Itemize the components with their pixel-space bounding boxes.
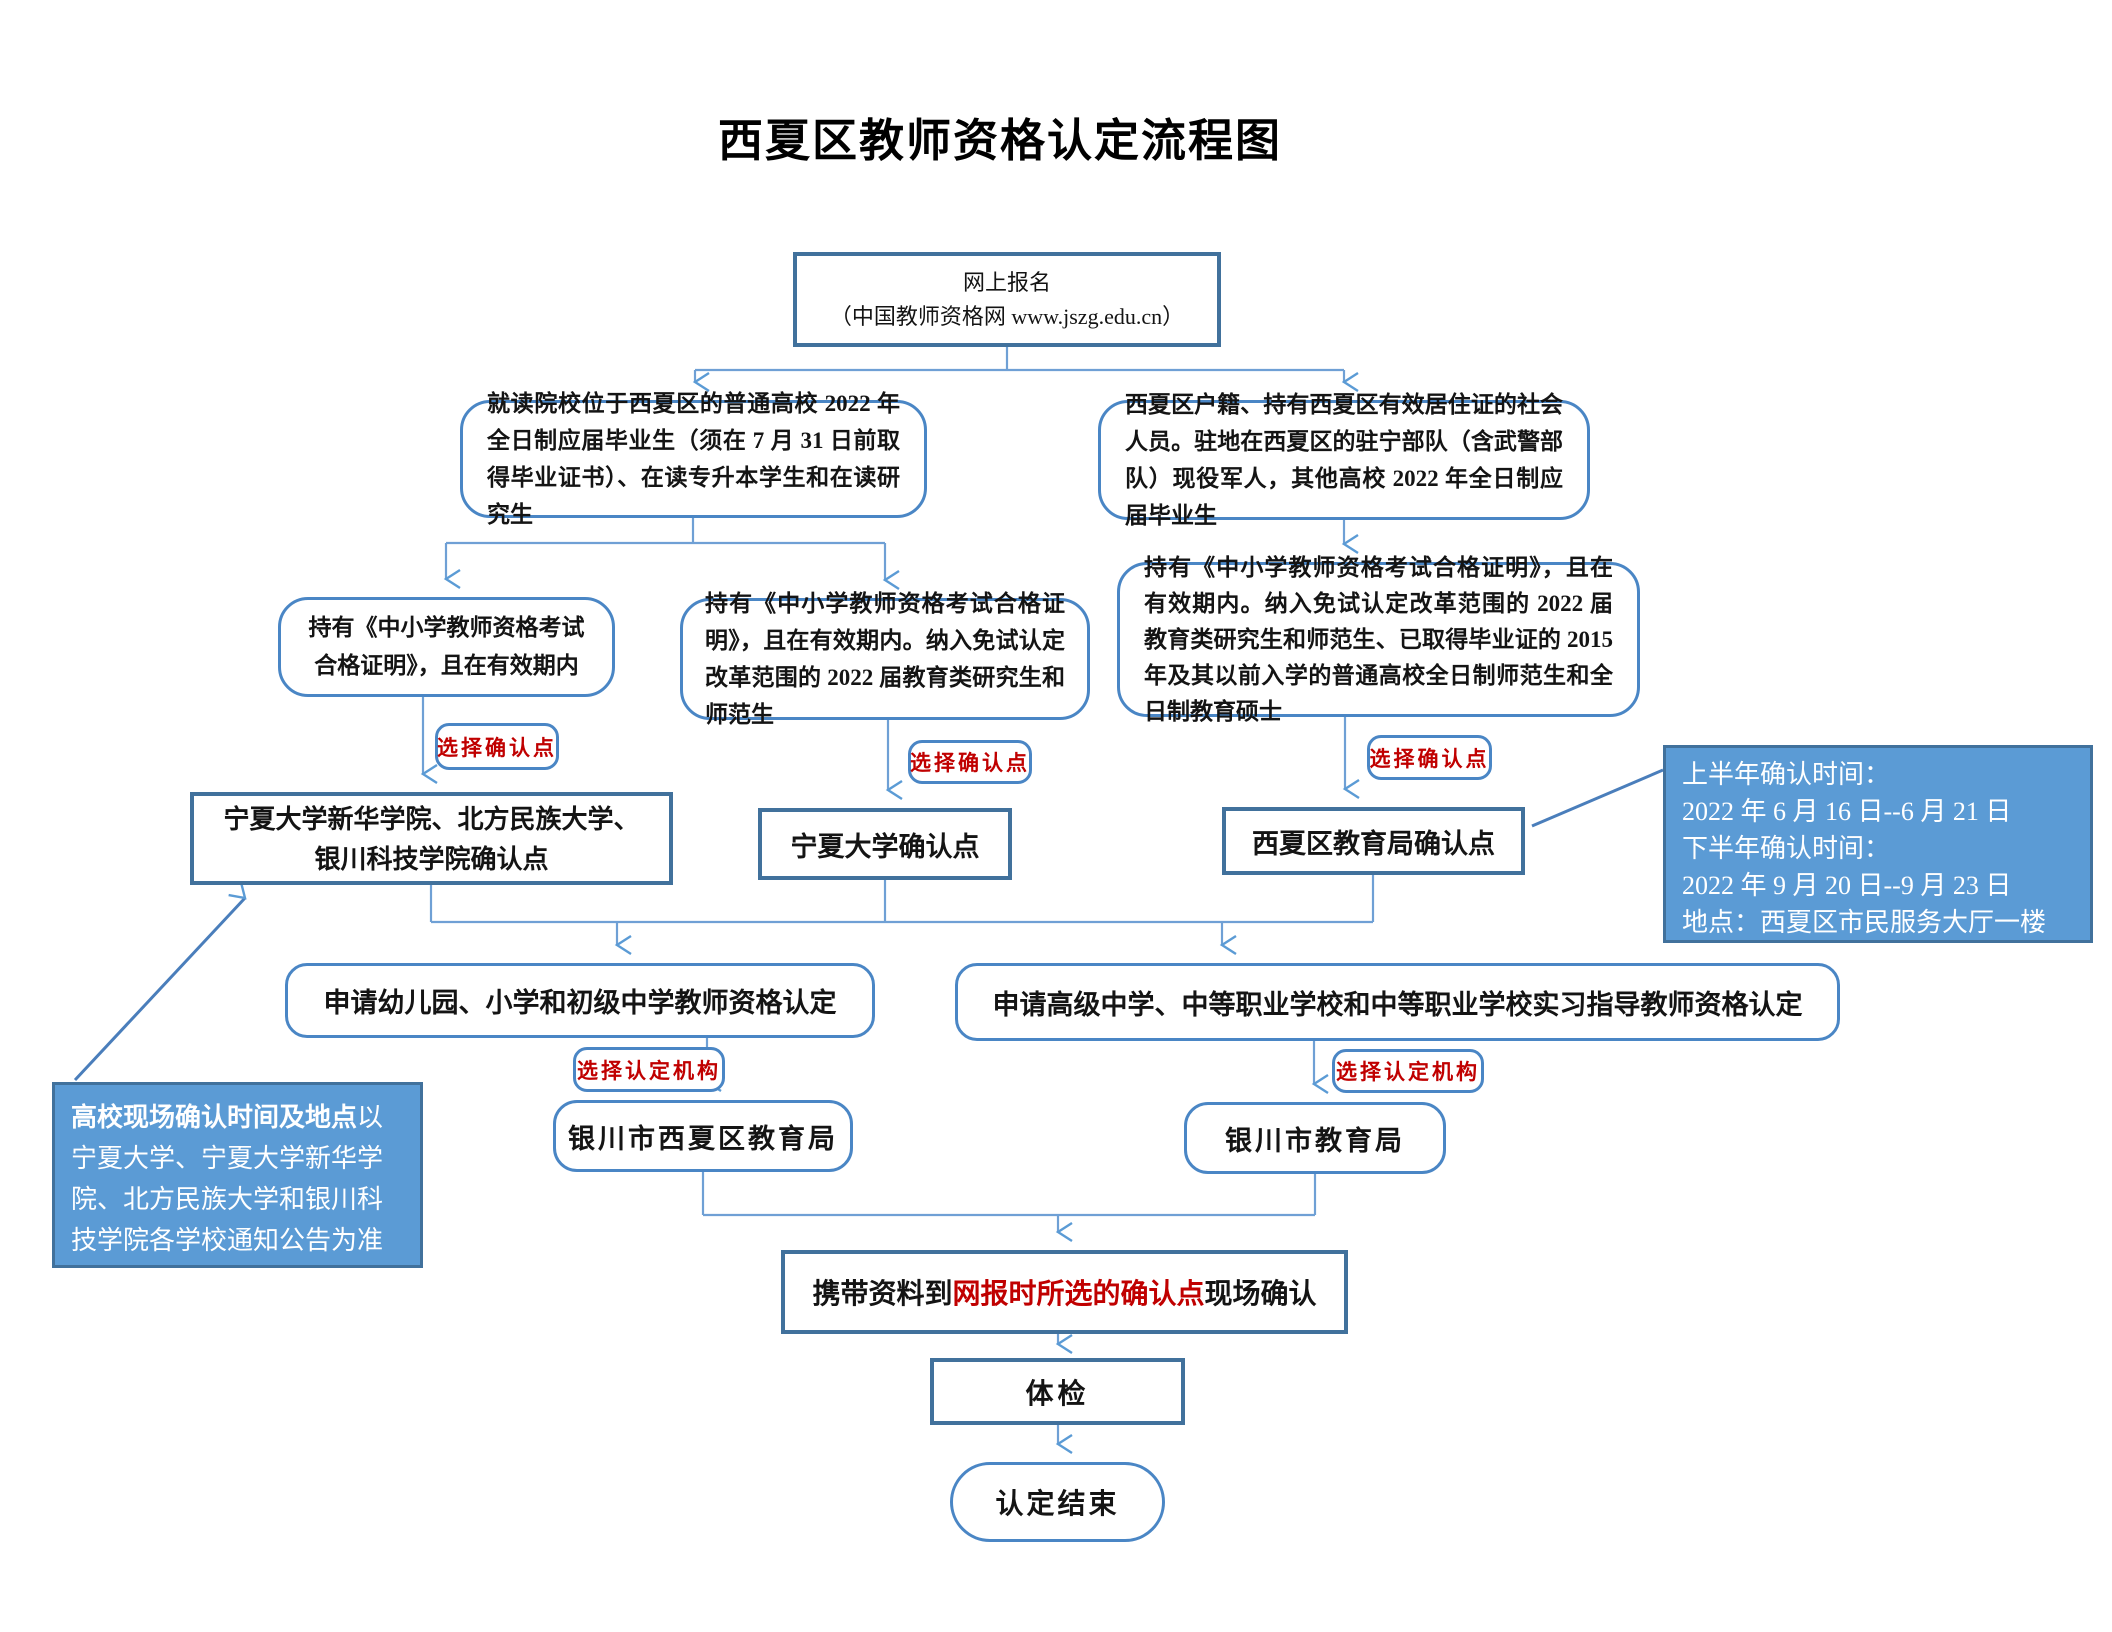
node-confirm-universities: 宁夏大学新华学院、北方民族大学、 银川科技学院确认点	[190, 792, 673, 885]
callout-college-confirm-notice-rest: 以宁夏大学、宁夏大学新华学院、北方民族大学和银川科技学院各学校通知公告为准	[71, 1103, 384, 1255]
callout-confirm-time-line5: 地点：西夏区市民服务大厅一楼	[1682, 908, 2047, 937]
node-cond-exempt-2022: 持有《中小学教师资格考试合格证明》，且在有效期内。纳入免试认定改革范围的 202…	[680, 591, 1090, 727]
node-apply-primary: 申请幼儿园、小学和初级中学教师资格认定	[285, 963, 875, 1038]
node-branch-social: 西夏区户籍、持有西夏区有效居住证的社会人员。驻地在西夏区的驻宁部队（含武警部队）…	[1098, 392, 1590, 528]
callout-confirm-time-line1: 上半年确认时间：	[1682, 760, 1891, 789]
callout-confirm-time-line2: 2022 年 6 月 16 日--6 月 21 日	[1682, 797, 2012, 826]
node-cond-certificate-text: 持有《中小学教师资格考试合格证明》，且在有效期内	[308, 615, 585, 678]
node-confirm-universities-line1: 宁夏大学新华学院、北方民族大学、	[223, 803, 640, 834]
edge-label-choose-point-1: 选择确认点	[435, 723, 559, 770]
edge-label-choose-point-2: 选择确认点	[908, 740, 1032, 784]
node-apply-secondary: 申请高级中学、中等职业学校和中等职业学校实习指导教师资格认定	[955, 963, 1840, 1041]
callout-confirm-time: 上半年确认时间： 2022 年 6 月 16 日--6 月 21 日 下半年确认…	[1663, 745, 2093, 943]
callout-college-confirm-notice-lead: 高校现场确认时间及地点	[71, 1103, 358, 1132]
edge-label-choose-point-3: 选择确认点	[1367, 735, 1492, 780]
node-branch-local-college: 就读院校位于西夏区的普通高校 2022 年全日制应届毕业生（须在 7 月 31 …	[460, 391, 927, 527]
callout-confirm-time-line4: 2022 年 9 月 20 日--9 月 23 日	[1682, 871, 2012, 900]
node-online-signup-line1: 网上报名	[962, 269, 1051, 295]
node-onsite-confirm-suffix: 现场确认	[1204, 1278, 1317, 1309]
node-confirm-xixia-bureau: 西夏区教育局确认点	[1222, 807, 1525, 875]
node-bureau-yinchuan: 银川市教育局	[1184, 1102, 1446, 1174]
node-cond-certificate: 持有《中小学教师资格考试合格证明》，且在有效期内	[278, 597, 615, 697]
callout-college-confirm-notice: 高校现场确认时间及地点以宁夏大学、宁夏大学新华学院、北方民族大学和银川科技学院各…	[52, 1082, 423, 1268]
node-onsite-confirm-prefix: 携带资料到	[812, 1278, 953, 1309]
node-confirm-universities-line2: 银川科技学院确认点	[314, 843, 549, 874]
page-title: 西夏区教师资格认定流程图	[717, 116, 1282, 166]
node-cond-exempt-2022-text: 持有《中小学教师资格考试合格证明》，且在有效期内。纳入免试认定改革范围的 202…	[705, 591, 1065, 727]
node-online-signup-line2: （中国教师资格网 www.jszg.edu.cn）	[829, 303, 1185, 329]
node-cond-exempt-full: 持有《中小学教师资格考试合格证明》，且在有效期内。纳入免试认定改革范围的 202…	[1117, 555, 1640, 724]
node-confirm-ningxia-univ: 宁夏大学确认点	[758, 808, 1012, 880]
node-end: 认定结束	[950, 1462, 1165, 1542]
node-onsite-confirm-highlight: 网报时所选的确认点	[952, 1278, 1205, 1309]
edge-label-choose-org-1: 选择认定机构	[573, 1047, 725, 1092]
node-bureau-xixia: 银川市西夏区教育局	[553, 1100, 853, 1172]
node-onsite-confirm: 携带资料到网报时所选的确认点现场确认	[781, 1250, 1348, 1334]
edge-label-choose-org-2: 选择认定机构	[1332, 1049, 1484, 1093]
node-branch-local-college-text: 就读院校位于西夏区的普通高校 2022 年全日制应届毕业生（须在 7 月 31 …	[487, 391, 901, 527]
node-cond-exempt-full-text: 持有《中小学教师资格考试合格证明》，且在有效期内。纳入免试认定改革范围的 202…	[1144, 554, 1613, 724]
callout-confirm-time-line3: 下半年确认时间：	[1682, 834, 1891, 863]
node-online-signup: 网上报名 （中国教师资格网 www.jszg.edu.cn）	[793, 252, 1221, 347]
node-branch-social-text: 西夏区户籍、持有西夏区有效居住证的社会人员。驻地在西夏区的驻宁部队（含武警部队）…	[1125, 392, 1563, 528]
node-physical-exam: 体检	[930, 1358, 1185, 1425]
